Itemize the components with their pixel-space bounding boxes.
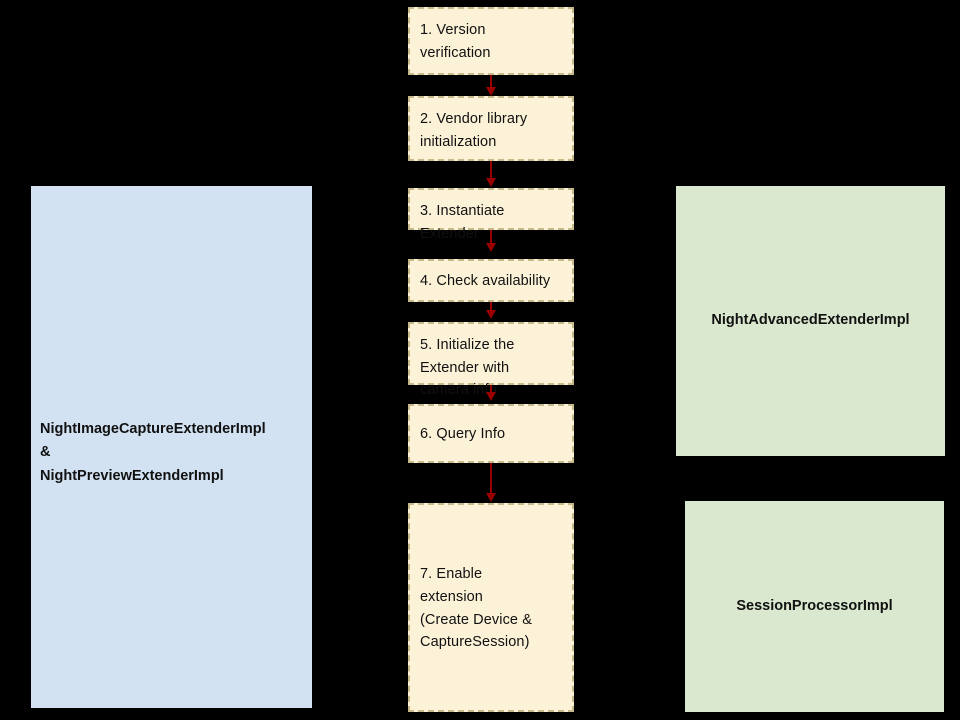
arrow-head-step2-to-step3 — [486, 178, 496, 187]
flow-step-5-label: 5. Initialize the Extender with camera i… — [420, 337, 515, 399]
flow-step-6-label: 6. Query Info — [420, 426, 506, 443]
arrow-head-step6-to-step7 — [486, 493, 496, 502]
flow-step-1-version-verification[interactable]: 1. Version verification — [408, 7, 574, 75]
arrow-head-step1-to-step2 — [486, 87, 496, 96]
flow-step-2-vendor-library-initialization[interactable]: 2. Vendor library initialization — [408, 96, 574, 161]
arrow-head-step5-to-step6 — [486, 392, 496, 401]
flow-step-1-label: 1. Version verification — [420, 22, 491, 61]
group-box-basic-extender-label: NightImageCaptureExtenderImpl & NightPre… — [40, 421, 266, 484]
arrow-head-step4-to-step5 — [486, 310, 496, 319]
arrow-step5-to-step6 — [490, 385, 492, 395]
arrow-step1-to-step2 — [490, 75, 492, 89]
group-box-basic-extender[interactable]: NightImageCaptureExtenderImpl & NightPre… — [31, 186, 312, 708]
flow-step-3-instantiate-extender[interactable]: 3. Instantiate Extender — [408, 188, 574, 242]
arrow-step6-to-step7 — [490, 463, 492, 495]
group-box-night-advanced-extender-label: NightAdvancedExtenderImpl — [711, 312, 910, 329]
flow-step-6-query-info[interactable]: 6. Query Info — [408, 404, 574, 463]
group-box-session-processor[interactable]: SessionProcessorImpl — [685, 501, 944, 712]
arrow-step3-to-step4 — [490, 230, 492, 244]
flow-step-3-label: 3. Instantiate Extender — [420, 203, 505, 242]
arrow-head-step3-to-step4 — [486, 243, 496, 252]
flow-step-4-label: 4. Check availability — [420, 273, 551, 290]
flow-step-2-label: 2. Vendor library initialization — [420, 111, 528, 150]
flow-step-7-enable-extension[interactable]: 7. Enable extension (Create Device & Cap… — [408, 503, 574, 712]
arrow-step4-to-step5 — [490, 302, 492, 312]
flow-step-7-label: 7. Enable extension (Create Device & Cap… — [420, 566, 532, 651]
flow-step-4-check-availability[interactable]: 4. Check availability — [408, 259, 574, 302]
group-box-session-processor-label: SessionProcessorImpl — [736, 597, 893, 614]
flow-step-5-initialize-extender[interactable]: 5. Initialize the Extender with camera i… — [408, 322, 574, 398]
arrow-step2-to-step3 — [490, 161, 492, 178]
group-box-night-advanced-extender[interactable]: NightAdvancedExtenderImpl — [676, 186, 945, 456]
